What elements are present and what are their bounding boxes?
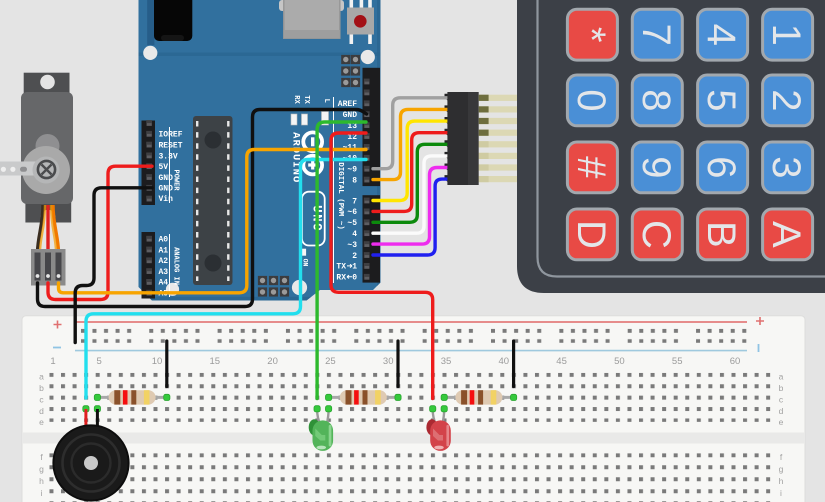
svg-text:10: 10 bbox=[152, 356, 163, 367]
svg-text:L: L bbox=[322, 99, 330, 103]
svg-text:20: 20 bbox=[267, 356, 278, 367]
svg-text:35: 35 bbox=[441, 356, 452, 367]
svg-text:A2: A2 bbox=[159, 257, 169, 266]
svg-text:#: # bbox=[569, 156, 613, 179]
svg-text:A3: A3 bbox=[159, 268, 169, 277]
svg-text:RX: RX bbox=[336, 274, 346, 283]
svg-text:RX: RX bbox=[292, 95, 300, 104]
svg-text:C: C bbox=[634, 220, 678, 249]
svg-text:GND: GND bbox=[343, 111, 358, 120]
svg-text:b: b bbox=[39, 383, 44, 393]
svg-text:60: 60 bbox=[730, 356, 741, 367]
svg-text:i: i bbox=[780, 488, 782, 498]
svg-text:a: a bbox=[779, 372, 784, 382]
svg-text:0: 0 bbox=[352, 274, 357, 283]
svg-text:f: f bbox=[780, 452, 783, 462]
svg-text:D: D bbox=[569, 220, 613, 249]
svg-text:GND: GND bbox=[159, 174, 174, 183]
svg-text:3.3V: 3.3V bbox=[159, 152, 178, 161]
svg-text:9: 9 bbox=[634, 156, 678, 178]
svg-text:IOREF: IOREF bbox=[159, 131, 183, 140]
svg-text:ARDUINO: ARDUINO bbox=[290, 132, 302, 183]
svg-text:*: * bbox=[569, 27, 613, 43]
svg-text:DIGITAL (PWM ~): DIGITAL (PWM ~) bbox=[336, 162, 344, 230]
svg-text:A: A bbox=[764, 221, 808, 248]
svg-text:g: g bbox=[39, 464, 44, 474]
svg-text:~3: ~3 bbox=[347, 241, 357, 250]
svg-text:8: 8 bbox=[352, 176, 357, 185]
svg-text:15: 15 bbox=[210, 356, 221, 367]
svg-text:~9: ~9 bbox=[347, 166, 357, 175]
svg-text:j: j bbox=[779, 500, 782, 502]
svg-text:c: c bbox=[39, 394, 44, 404]
svg-text:ON: ON bbox=[302, 259, 309, 267]
svg-text:~5: ~5 bbox=[347, 219, 357, 228]
svg-text:A4: A4 bbox=[159, 279, 169, 288]
svg-text:d: d bbox=[39, 406, 44, 416]
svg-text:55: 55 bbox=[672, 356, 683, 367]
svg-text:POWER: POWER bbox=[172, 169, 180, 191]
svg-text:7: 7 bbox=[634, 24, 678, 46]
svg-text:3: 3 bbox=[764, 156, 808, 178]
svg-text:1: 1 bbox=[764, 24, 808, 46]
svg-text:12: 12 bbox=[347, 133, 357, 142]
svg-text:2: 2 bbox=[352, 252, 357, 261]
svg-text:4: 4 bbox=[699, 24, 743, 46]
svg-text:1: 1 bbox=[352, 263, 357, 272]
svg-text:5: 5 bbox=[97, 356, 102, 367]
svg-text:45: 45 bbox=[556, 356, 567, 367]
svg-text:f: f bbox=[40, 452, 43, 462]
svg-text:j: j bbox=[40, 500, 43, 502]
svg-text:50: 50 bbox=[614, 356, 625, 367]
svg-text:h: h bbox=[39, 476, 44, 486]
svg-text:A0: A0 bbox=[159, 236, 169, 245]
svg-text:RESET: RESET bbox=[159, 142, 183, 151]
svg-text:4: 4 bbox=[352, 230, 357, 239]
svg-text:25: 25 bbox=[325, 356, 336, 367]
svg-text:40: 40 bbox=[499, 356, 510, 367]
svg-text:ANALOG IN: ANALOG IN bbox=[172, 247, 180, 285]
svg-text:~6: ~6 bbox=[347, 208, 357, 217]
svg-text:TX: TX bbox=[336, 263, 346, 272]
svg-text:7: 7 bbox=[352, 197, 357, 206]
svg-text:e: e bbox=[779, 417, 784, 427]
svg-text:6: 6 bbox=[699, 156, 743, 178]
svg-text:5: 5 bbox=[699, 89, 743, 111]
svg-text:d: d bbox=[779, 406, 784, 416]
svg-text:A1: A1 bbox=[159, 246, 169, 255]
svg-text:c: c bbox=[779, 394, 784, 404]
svg-text:0: 0 bbox=[569, 89, 613, 111]
svg-text:13: 13 bbox=[347, 122, 357, 131]
svg-text:1: 1 bbox=[50, 356, 55, 367]
svg-text:B: B bbox=[699, 221, 743, 248]
svg-text:a: a bbox=[39, 372, 44, 382]
svg-text:h: h bbox=[779, 476, 784, 486]
svg-text:5V: 5V bbox=[159, 163, 169, 172]
svg-text:TX: TX bbox=[302, 95, 310, 104]
svg-text:GND: GND bbox=[159, 185, 174, 194]
svg-text:i: i bbox=[41, 488, 43, 498]
svg-text:30: 30 bbox=[383, 356, 394, 367]
svg-text:2: 2 bbox=[764, 89, 808, 111]
svg-text:b: b bbox=[779, 383, 784, 393]
svg-text:8: 8 bbox=[634, 89, 678, 111]
svg-text:AREF: AREF bbox=[338, 100, 357, 109]
svg-text:g: g bbox=[779, 464, 784, 474]
svg-text:e: e bbox=[39, 417, 44, 427]
svg-text:Vin: Vin bbox=[159, 195, 174, 204]
